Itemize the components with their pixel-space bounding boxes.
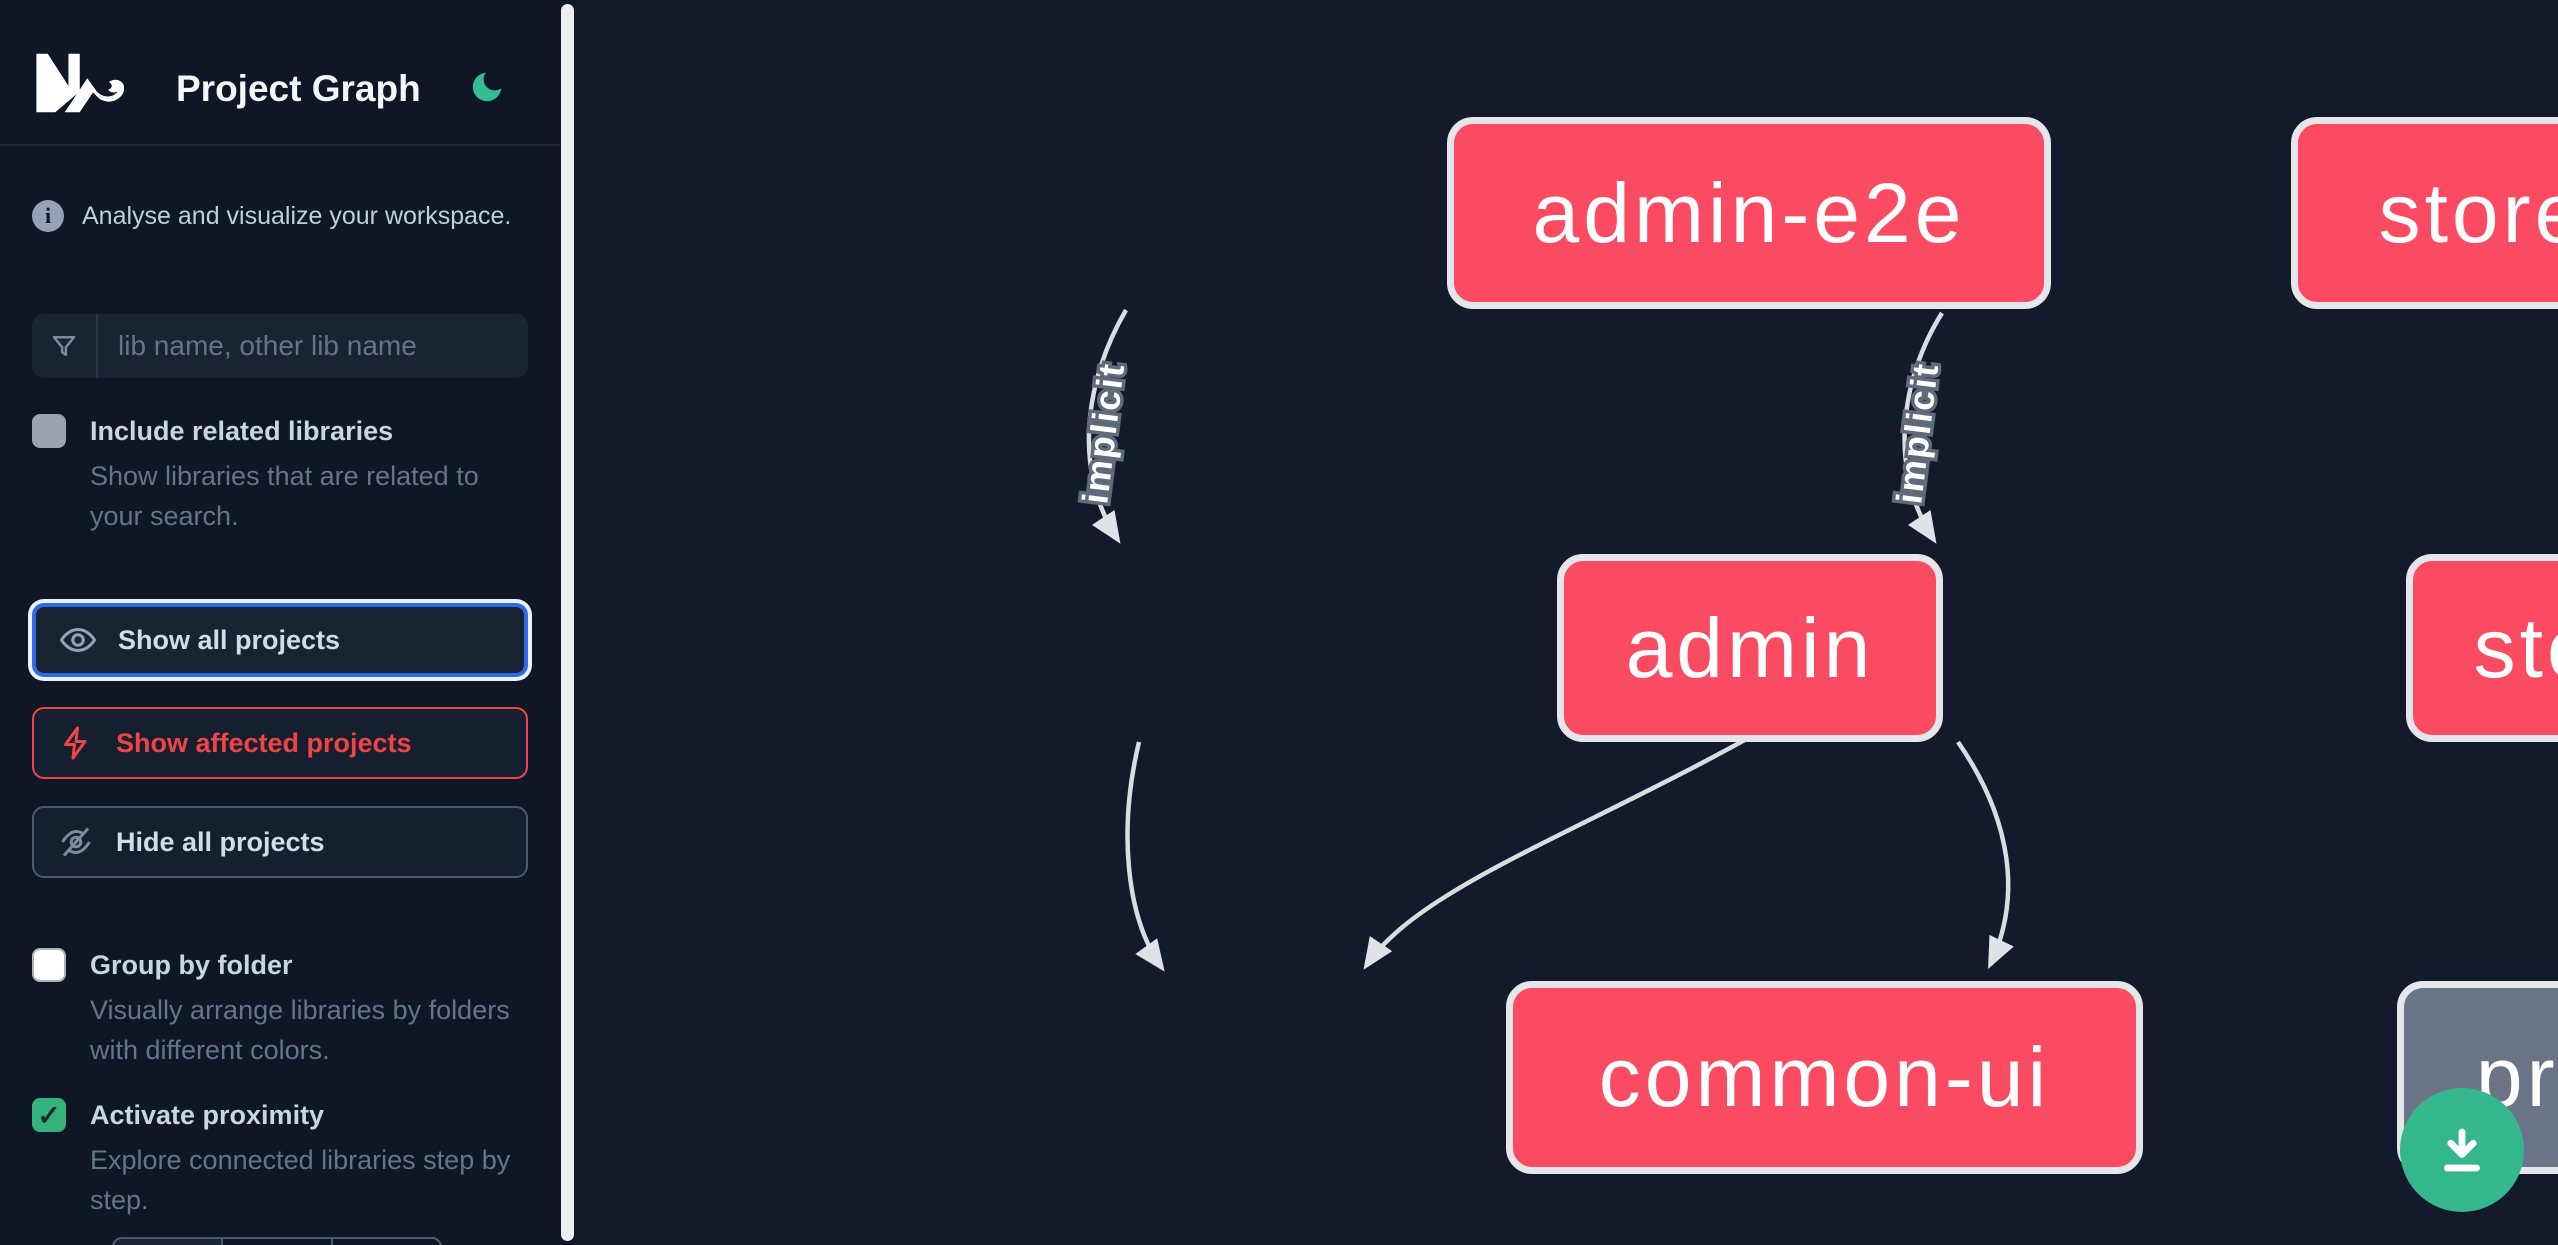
button-label: Show affected projects — [116, 727, 412, 758]
toggle-description: Explore connected libraries step by step… — [90, 1145, 511, 1215]
info-icon: i — [32, 200, 64, 232]
toggle-label: Group by folder — [90, 949, 293, 980]
node-common-ui[interactable]: common-ui — [1506, 981, 2143, 1174]
toggle-description: Show libraries that are related to your … — [90, 461, 479, 531]
download-icon — [2444, 1128, 2480, 1172]
eye-off-icon — [61, 827, 91, 857]
edge-admin-common-ui[interactable] — [1125, 741, 1165, 972]
sidebar: Project Graph i Analyse and visualize yo… — [0, 0, 560, 1245]
include-related-checkbox[interactable] — [32, 414, 66, 448]
project-graph-canvas[interactable]: implicit implicit admin-e2e store-e2e ad… — [575, 0, 2558, 1245]
graph-edges: implicit implicit — [1071, 308, 2014, 972]
show-all-projects-button[interactable]: Show all projects — [32, 603, 528, 677]
info-text: Analyse and visualize your workspace. — [82, 201, 512, 230]
page-title: Project Graph — [176, 68, 421, 109]
button-label: Hide all projects — [116, 826, 325, 857]
eye-icon — [60, 627, 96, 653]
proximity-decrement[interactable] — [114, 1239, 224, 1245]
moon-icon[interactable] — [468, 68, 506, 106]
scrollbar-thumb[interactable] — [561, 4, 574, 1241]
proximity-value — [223, 1239, 333, 1245]
bolt-icon — [64, 726, 87, 760]
toggle-label: Activate proximity — [90, 1099, 325, 1130]
filter-icon — [32, 314, 98, 378]
proximity-increment[interactable] — [333, 1239, 440, 1245]
hide-all-projects-button[interactable]: Hide all projects — [32, 806, 528, 878]
edge-store-products[interactable] — [1956, 740, 2014, 970]
toggle-description: Visually arrange libraries by folders wi… — [90, 995, 510, 1065]
workspace-info: i Analyse and visualize your workspace. — [32, 200, 532, 232]
proximity-depth-control[interactable] — [112, 1237, 442, 1245]
node-admin-e2e[interactable]: admin-e2e — [1447, 117, 2051, 309]
node-store-e2e[interactable]: store-e2e — [2291, 117, 2558, 309]
toggle-activate-proximity[interactable]: ✓ Activate proximity Explore connected l… — [32, 1098, 532, 1220]
header-divider — [0, 144, 560, 146]
search-box — [32, 314, 528, 378]
toggle-include-related[interactable]: Include related libraries Show libraries… — [32, 414, 532, 536]
activate-proximity-checkbox[interactable]: ✓ — [32, 1098, 66, 1132]
node-store[interactable]: store — [2406, 554, 2558, 742]
node-admin[interactable]: admin — [1557, 554, 1943, 742]
download-graph-button[interactable] — [2400, 1088, 2524, 1212]
toggle-label: Include related libraries — [90, 415, 394, 446]
sidebar-scrollbar[interactable] — [560, 0, 575, 1245]
nx-logo — [36, 53, 124, 113]
edge-store-e2e-store[interactable] — [1902, 311, 1944, 544]
button-label: Show all projects — [118, 624, 341, 655]
toggle-group-by-folder[interactable]: Group by folder Visually arrange librari… — [32, 948, 532, 1070]
edge-admin-e2e-admin[interactable] — [1086, 308, 1128, 544]
sidebar-header: Project Graph — [0, 0, 560, 144]
group-by-folder-checkbox[interactable] — [32, 948, 66, 982]
edge-label-implicit: implicit — [1074, 360, 1132, 506]
show-affected-projects-button[interactable]: Show affected projects — [32, 707, 528, 779]
edge-label-implicit: implicit — [1888, 360, 1946, 506]
search-input[interactable] — [98, 314, 528, 378]
